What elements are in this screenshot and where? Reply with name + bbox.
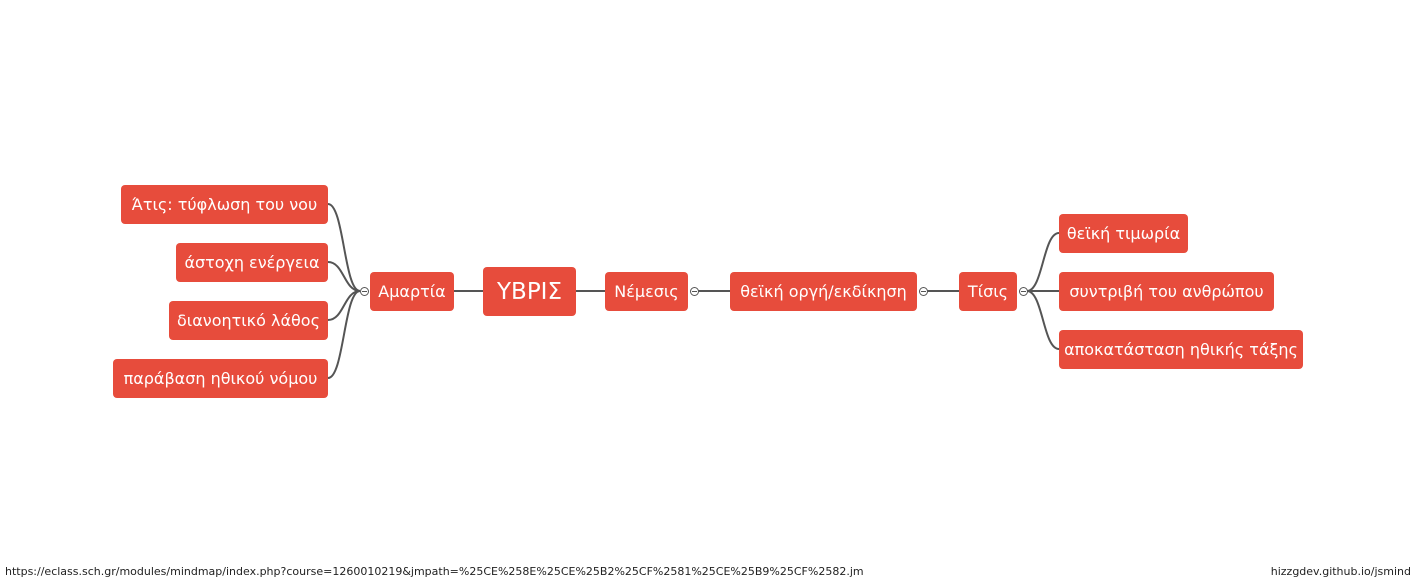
node-atis[interactable]: Άτις: τύφλωση του νου [121, 185, 328, 224]
collapse-tisis-icon[interactable] [1018, 286, 1028, 296]
node-dianoitiko-lathos[interactable]: διανοητικό λάθος [169, 301, 328, 340]
collapse-nemesis-icon[interactable] [689, 286, 699, 296]
node-apokatastasi-taksis[interactable]: αποκατάσταση ηθικής τάξης [1059, 330, 1303, 369]
connector-lines [327, 203, 1060, 379]
connector-tisis-apokatastasi [1026, 290, 1060, 350]
node-nemesis[interactable]: Νέμεσις [605, 272, 688, 311]
jsmind-credit-text: hizzgdev.github.io/jsmind [1270, 565, 1411, 578]
node-paravasi-ithikou-nomou[interactable]: παράβαση ηθικού νόμου [113, 359, 328, 398]
root-node[interactable]: ΥΒΡΙΣ [483, 267, 576, 316]
connector-tisis-timoria [1026, 232, 1060, 292]
connector-amartia-astoxi [327, 261, 361, 292]
collapse-theiki-orgi-icon[interactable] [918, 286, 928, 296]
page-url-text: https://eclass.sch.gr/modules/mindmap/in… [5, 565, 864, 578]
node-theiki-orgi[interactable]: θεϊκή οργή/εκδίκηση [730, 272, 917, 311]
connector-amartia-atis [327, 203, 361, 292]
node-tisis[interactable]: Τίσις [959, 272, 1017, 311]
node-theiki-timoria[interactable]: θεϊκή τιμωρία [1059, 214, 1188, 253]
node-syntrivi-anthropou[interactable]: συντριβή του ανθρώπου [1059, 272, 1274, 311]
connector-amartia-paravasi [327, 290, 361, 379]
collapse-amartia-icon[interactable] [359, 286, 369, 296]
node-astoxi-energeia[interactable]: άστοχη ενέργεια [176, 243, 328, 282]
node-amartia[interactable]: Αμαρτία [370, 272, 454, 311]
